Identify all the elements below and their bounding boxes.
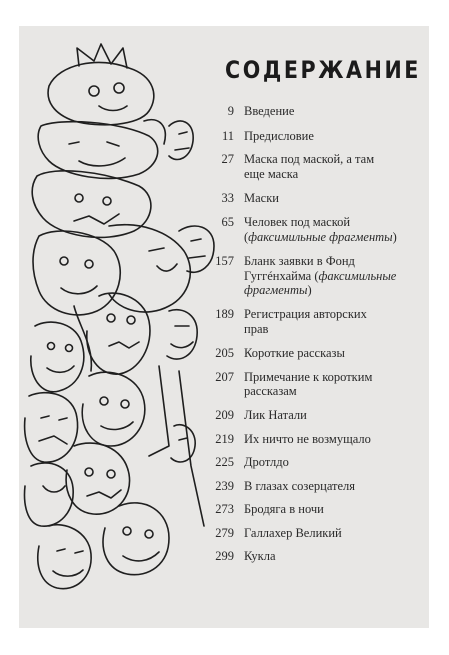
toc-page-number: 157 [215,254,234,269]
toc-entry-title: Бродяга в ночи [244,502,425,517]
toc-page-number: 219 [215,431,234,446]
toc-page-number: 205 [215,346,234,361]
toc-page-number: 273 [215,502,234,517]
toc-entry: 11 Предисловие [197,129,425,144]
toc-entry-title: Кукла [244,549,425,564]
toc-entry: 219 Их ничто не возмущало [197,432,425,447]
toc-title-line: Примечание к коротким [244,369,373,384]
sketched-faces-illustration [23,43,215,590]
toc-entry: 299 Кукла [197,549,425,564]
toc-entry: 279 Галлахер Великий [197,526,425,541]
toc-entry: 225 Дротлдо [197,455,425,470]
toc-page-number: 239 [215,478,234,493]
toc-title-line: Введение [244,104,295,118]
toc-title-line: Регистрация авторских [244,306,367,321]
toc-entry-title: Короткие рассказы [244,346,425,361]
toc-entry-title: Галлахер Великий [244,526,425,541]
toc-page-number: 189 [215,306,234,321]
toc-entry: 9 Введение [197,104,425,119]
page-title: СОДЕРЖАНИЕ [225,56,421,84]
toc-page-number: 299 [215,549,234,564]
toc-title-line: Маски [244,191,279,206]
toc-page-number: 11 [221,128,234,143]
toc-entry: 205 Короткие рассказы [197,346,425,361]
toc-entry-title: Их ничто не возмущало [244,432,425,447]
toc-title-line: Бродяга в ночи [244,502,324,517]
toc-page-number: 279 [215,525,234,540]
toc-title-line: Дротлдо [244,455,289,470]
toc-entry-title: Маски [244,191,425,206]
toc-entry: 65 Человек под маской(факсимильные фрагме… [197,215,425,244]
toc-title-line: еще маска [244,166,299,181]
toc-title-line: Короткие рассказы [244,346,345,361]
toc-title-line: рассказам [244,384,297,399]
toc-page-number: 207 [215,369,234,384]
toc-page-number: 9 [227,104,234,118]
toc-title-line: фрагменты) [244,283,312,298]
toc-entry-title: В глазах созерцателя [244,479,425,494]
book-page: СОДЕРЖАНИЕ 9 Введение 11 Предисловие 27 Маска… [19,26,429,628]
toc-entry: 273 Бродяга в ночи [197,502,425,517]
toc-title-line: Лик Натали [244,407,307,422]
toc-title-line: Кукла [244,549,276,564]
toc-page-number: 209 [215,407,234,422]
toc-page-number: 33 [221,191,235,206]
toc-title-line: Их ничто не возмущало [244,431,371,446]
toc-entry: 239 В глазах созерцателя [197,479,425,494]
toc-title-line: Галлахер Великий [244,525,342,540]
toc-entry-title: Дротлдо [244,455,425,470]
toc-title-line: (факсимильные фрагменты) [244,229,397,244]
toc-entry-title: Лик Натали [244,408,425,423]
toc-entry-title: Человек под маской(факсимильные фрагмент… [244,215,425,244]
toc-page-number: 27 [221,152,235,167]
toc-entry: 209 Лик Натали [197,408,425,423]
table-of-contents: 9 Введение 11 Предисловие 27 Маска под маской… [197,104,425,564]
toc-title-line: Человек под маской [244,214,351,229]
toc-title-line: прав [244,321,269,336]
toc-entry-title: Предисловие [244,129,425,144]
toc-entry-title: Введение [244,104,425,119]
toc-title-line: Маска под маской, а там [244,152,375,167]
toc-title-line: Гуггéнхайма (факсимильные [244,268,397,283]
toc-title-line: Предисловие [244,128,314,143]
toc-page-number: 65 [221,214,235,229]
toc-page-number: 225 [215,455,234,470]
toc-title-line: Бланк заявки в Фонд [244,254,355,269]
toc-title-line: В глазах созерцателя [244,478,356,493]
toc-entry: 33 Маски [197,191,425,206]
